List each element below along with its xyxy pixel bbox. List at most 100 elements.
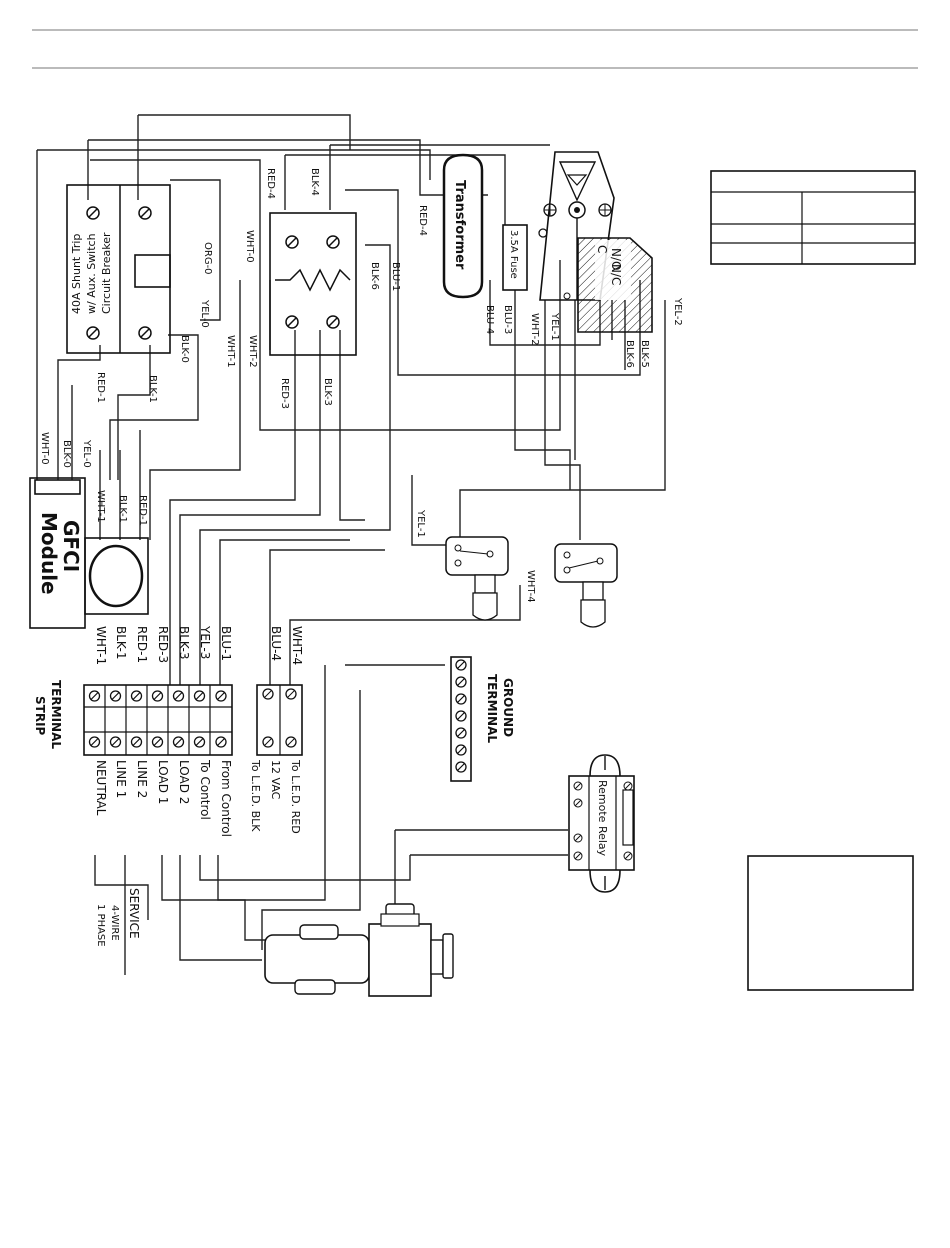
- wire-label: BLU-4: [484, 305, 495, 334]
- breaker-screw-icon: [86, 326, 100, 340]
- service-label-line2: 4-WIRE: [109, 905, 120, 941]
- gfci-module: GFCI Module: [29, 477, 149, 629]
- ground-terminal-label-line2: TERMINAL: [485, 674, 499, 743]
- pump-motor: [264, 903, 454, 997]
- strip-top-label: BLK-1: [114, 626, 128, 660]
- thermostat-switch: C N/O N/C: [538, 151, 653, 333]
- ground-screw-icon: [455, 727, 467, 739]
- strip-top-labels: WHT-1 BLK-1 RED-1 RED-3 BLK-3 YEL-3 BLU-…: [94, 625, 233, 665]
- micro-switch-left: [445, 536, 509, 621]
- wire-label: YEL-2: [672, 297, 683, 326]
- heater-screw-icon: [285, 235, 299, 249]
- breaker-label-line1: 40A Shunt Trip: [70, 234, 83, 314]
- wire-label: BLK-0: [61, 440, 72, 468]
- switch-cam-icon: [558, 161, 597, 202]
- heater-screw-icon: [326, 235, 340, 249]
- terminal-screw-icon: [88, 690, 101, 702]
- wire-label: YEL-0: [81, 439, 92, 468]
- wire-label: WHT-4: [525, 570, 536, 603]
- terminal-screw-icon: [172, 690, 185, 702]
- terminal-strip-label-line1: TERMINAL: [49, 680, 63, 749]
- wire-label: YEL-0: [199, 299, 210, 328]
- strip-top-label: RED-3: [156, 626, 170, 663]
- terminal-screw-icon: [285, 688, 297, 700]
- terminal-screw-icon: [193, 736, 206, 748]
- wire-label: BLK-6: [624, 340, 635, 368]
- terminal-strip-label-line2: STRIP: [33, 696, 47, 736]
- breaker-screw-icon: [86, 206, 100, 220]
- transformer-body: [442, 153, 484, 299]
- terminal-screw-icon: [262, 736, 274, 748]
- led-top-label-wht4: WHT-4: [290, 626, 304, 665]
- terminal-screw-icon: [151, 736, 164, 748]
- gfci-label-line1: GFCI: [59, 520, 83, 572]
- heater-screw-icon: [326, 315, 340, 329]
- wire-label: WHT-2: [247, 335, 258, 368]
- strip-top-label: YEL-3: [198, 625, 212, 659]
- wire-label: WHT-0: [244, 230, 255, 263]
- led-bottom-label: To L.E.D. BLK: [249, 759, 262, 832]
- led-bottom-label: 12 VAC: [269, 760, 282, 800]
- breaker-screw-icon: [138, 326, 152, 340]
- wire-label: BLK-0: [179, 335, 190, 363]
- strip-bottom-label: LINE 1: [114, 760, 128, 798]
- relay-screw-icon: [573, 798, 583, 808]
- strip-bottom-labels: NEUTRAL LINE 1 LINE 2 LOAD 1 LOAD 2 To C…: [94, 759, 233, 837]
- wire-label: BLU-1: [390, 262, 401, 291]
- terminal-screw-icon: [262, 688, 274, 700]
- heater-coil-icon: [275, 268, 351, 292]
- remote-relay-label: Remote Relay: [596, 780, 609, 857]
- remote-relay: Remote Relay: [568, 754, 635, 893]
- terminal-strip: TERMINAL STRIP WHT-1 BLK-1 RED-1 RED-3 B…: [33, 625, 233, 837]
- breaker-screw-icon: [138, 206, 152, 220]
- service-label-line3: 1 PHASE: [95, 904, 106, 947]
- led-top-label-blu4: BLU-4: [269, 626, 283, 661]
- strip-bottom-label: NEUTRAL: [94, 760, 108, 816]
- gfci-label-line2: Module: [37, 512, 61, 595]
- relay-screw-icon: [573, 781, 583, 791]
- relay-screw-icon: [623, 851, 633, 861]
- led-bottom-label: To L.E.D. RED: [289, 759, 302, 834]
- wire-labels: WHT-0 RED-4 BLK-4 RED-4 ORG-0 YEL-0 BLK-…: [39, 168, 683, 603]
- ground-screw-icon: [455, 761, 467, 773]
- strip-bottom-label: LOAD 2: [177, 760, 191, 804]
- wires: [36, 114, 666, 975]
- terminal-screw-icon: [109, 736, 122, 748]
- terminal-screw-icon: [151, 690, 164, 702]
- terminal-screw-icon: [215, 690, 227, 702]
- led-terminal: BLU-4 WHT-4 To L.E.D. BLK 12 VAC To L.E.…: [249, 626, 304, 834]
- strip-top-label: WHT-1: [94, 626, 108, 665]
- wire-label: RED-4: [417, 205, 428, 236]
- wire-label: BLK-1: [147, 375, 158, 403]
- wire-label: RED-4: [265, 168, 276, 199]
- circuit-breaker: 40A Shunt Trip w/ Aux. Switch Circuit Br…: [66, 184, 171, 354]
- breaker-label-line3: Circuit Breaker: [100, 232, 113, 314]
- breaker-label-line2: w/ Aux. Switch: [85, 233, 98, 314]
- switch-contact-nc: N/C: [609, 264, 623, 285]
- ground-screw-icon: [455, 693, 467, 705]
- specification-table: [710, 170, 916, 265]
- wire-label: YEL-1: [549, 312, 560, 341]
- terminal-screw-icon: [130, 690, 143, 702]
- gfci-sensor-icon: [88, 544, 144, 608]
- mounting-hole-icon: [598, 203, 612, 217]
- wire-label: WHT-2: [529, 313, 540, 346]
- relay-screw-icon: [623, 781, 633, 791]
- transformer-label: Transformer: [452, 180, 467, 270]
- relay-screw-icon: [573, 833, 583, 843]
- wire-label: BLK-6: [369, 262, 380, 290]
- strip-top-label: RED-1: [135, 626, 149, 663]
- wire-label: RED-3: [279, 378, 290, 409]
- wire-label: BLK-3: [322, 378, 333, 406]
- strip-bottom-label: To Control: [198, 759, 212, 820]
- ground-screw-icon: [455, 676, 467, 688]
- wire-label: WHT-0: [39, 432, 50, 465]
- wire-label: BLU-3: [502, 305, 513, 334]
- notes-box: [747, 855, 914, 991]
- strip-top-label: BLK-3: [177, 626, 191, 660]
- strip-bottom-label: LINE 2: [135, 760, 149, 798]
- wire-label: BLK-4: [309, 168, 320, 196]
- terminal-screw-icon: [215, 736, 227, 748]
- terminal-screw-icon: [172, 736, 185, 748]
- terminal-screw-icon: [193, 690, 206, 702]
